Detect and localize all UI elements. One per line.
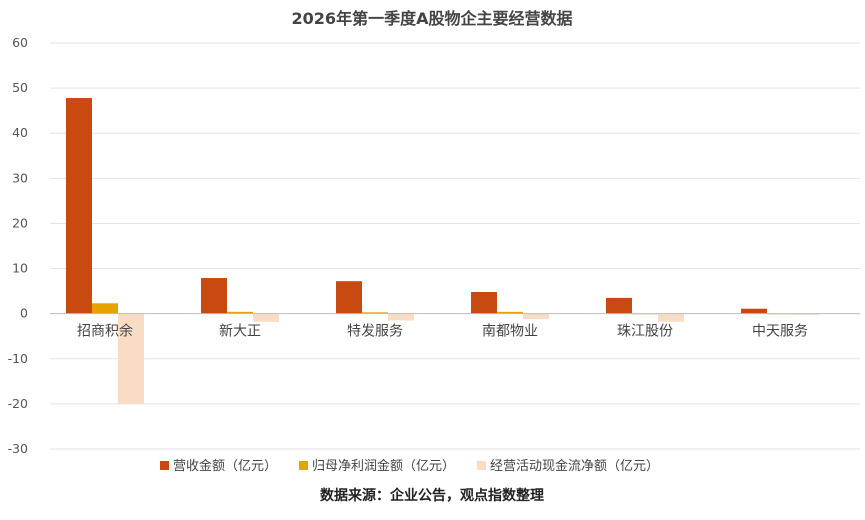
x-tick-label: 新大正 <box>219 324 261 340</box>
legend-swatch <box>160 461 169 470</box>
y-tick-label: -20 <box>8 396 28 411</box>
bar <box>362 312 388 314</box>
bar <box>606 297 632 314</box>
bar <box>471 292 497 314</box>
y-tick-label: 40 <box>12 125 28 140</box>
y-tick-label: 0 <box>20 306 28 321</box>
bar <box>388 313 414 321</box>
y-tick-label: 10 <box>12 261 28 276</box>
bar <box>793 313 819 316</box>
bar <box>92 303 118 314</box>
legend-label: 营收金额（亿元） <box>173 458 277 474</box>
y-tick-label: 20 <box>12 215 28 230</box>
bar <box>253 313 279 322</box>
y-tick-label: 50 <box>12 80 28 95</box>
grid-lines <box>50 42 860 450</box>
bar <box>741 308 767 314</box>
bar <box>658 313 684 322</box>
x-tick-label: 中天服务 <box>752 324 808 340</box>
bar <box>497 311 523 314</box>
y-tick-label: 60 <box>12 35 28 50</box>
bar <box>227 311 253 314</box>
bars <box>66 98 819 404</box>
y-tick-label: 30 <box>12 170 28 185</box>
bar <box>336 281 362 314</box>
bar <box>66 98 92 314</box>
legend-label: 经营活动现金流净额（亿元） <box>490 458 659 474</box>
legend-swatch <box>477 461 487 470</box>
x-tick-label: 珠江股份 <box>617 324 673 340</box>
x-tick-label: 特发服务 <box>347 324 403 340</box>
source-note: 数据来源：企业公告，观点指数整理 <box>320 487 544 504</box>
chart-title: 2026年第一季度A股物企主要经营数据 <box>292 9 573 28</box>
bar <box>523 313 549 320</box>
x-tick-label: 南都物业 <box>482 324 538 340</box>
legend-label: 归母净利润金额（亿元） <box>312 458 455 474</box>
legend-swatch <box>299 461 309 470</box>
legend: 营收金额（亿元） 归母净利润金额（亿元） 经营活动现金流净额（亿元） <box>160 458 659 474</box>
y-tick-label: -30 <box>8 441 28 456</box>
bar <box>118 313 144 404</box>
x-tick-label: 招商积余 <box>77 323 133 340</box>
bar <box>201 278 227 314</box>
y-tick-label: -10 <box>8 351 28 366</box>
x-axis: 招商积余 新大正 特发服务 南都物业 珠江股份 中天服务 <box>50 313 860 340</box>
y-axis: -30 -20 -10 0 10 20 30 40 50 60 <box>8 35 28 456</box>
